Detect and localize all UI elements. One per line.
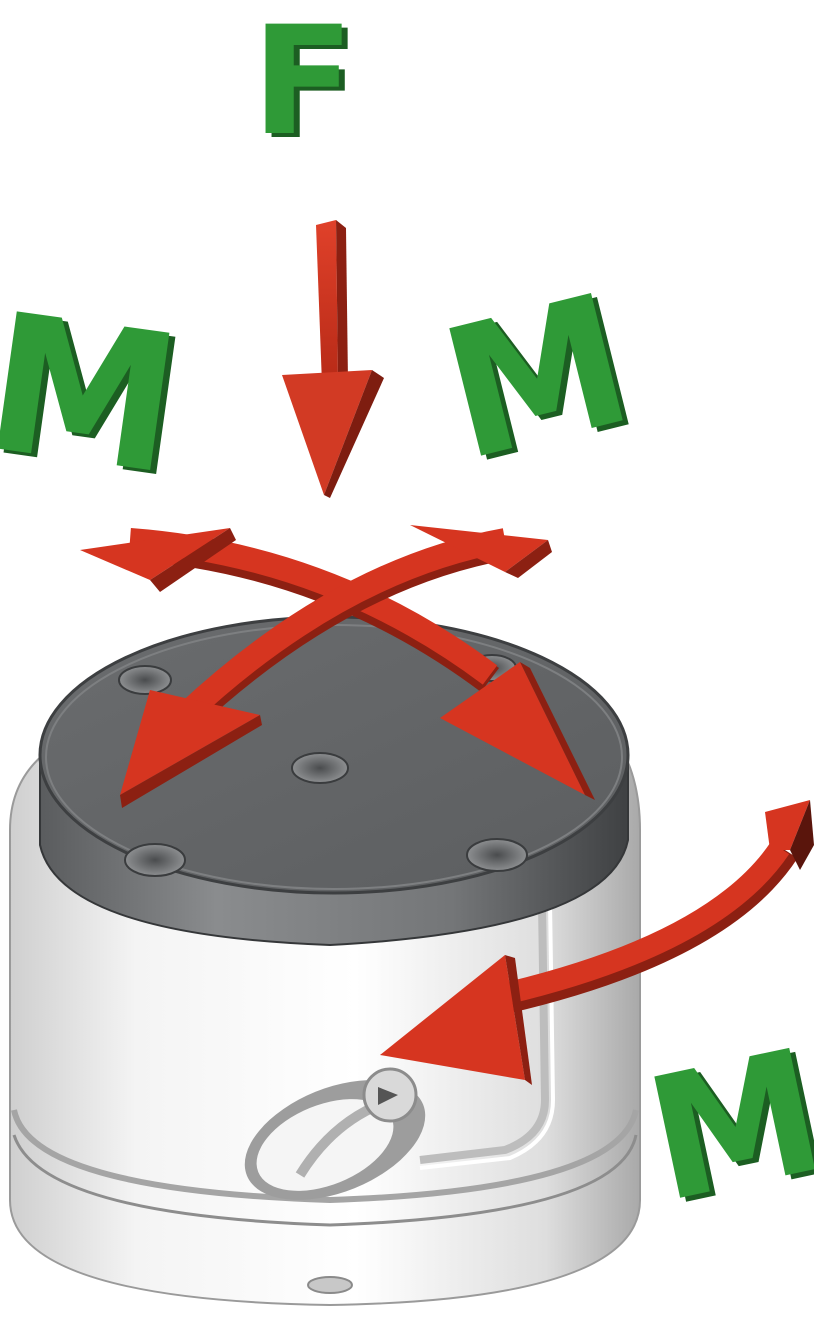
moment-label-lower: M M	[632, 1012, 814, 1245]
force-arrow	[282, 220, 384, 498]
svg-text:M: M	[425, 255, 649, 501]
svg-text:M: M	[0, 272, 192, 517]
moment-label-left: M M	[0, 272, 198, 521]
bottom-hole	[308, 1277, 352, 1293]
moment-label-right: M M	[425, 255, 655, 505]
mounting-hole	[125, 844, 185, 876]
mounting-hole	[467, 839, 527, 871]
svg-text:F: F	[252, 0, 354, 169]
svg-text:M: M	[632, 1012, 814, 1241]
mounting-hole	[119, 666, 171, 694]
force-label: F F	[252, 0, 360, 173]
mounting-hole	[292, 753, 348, 783]
